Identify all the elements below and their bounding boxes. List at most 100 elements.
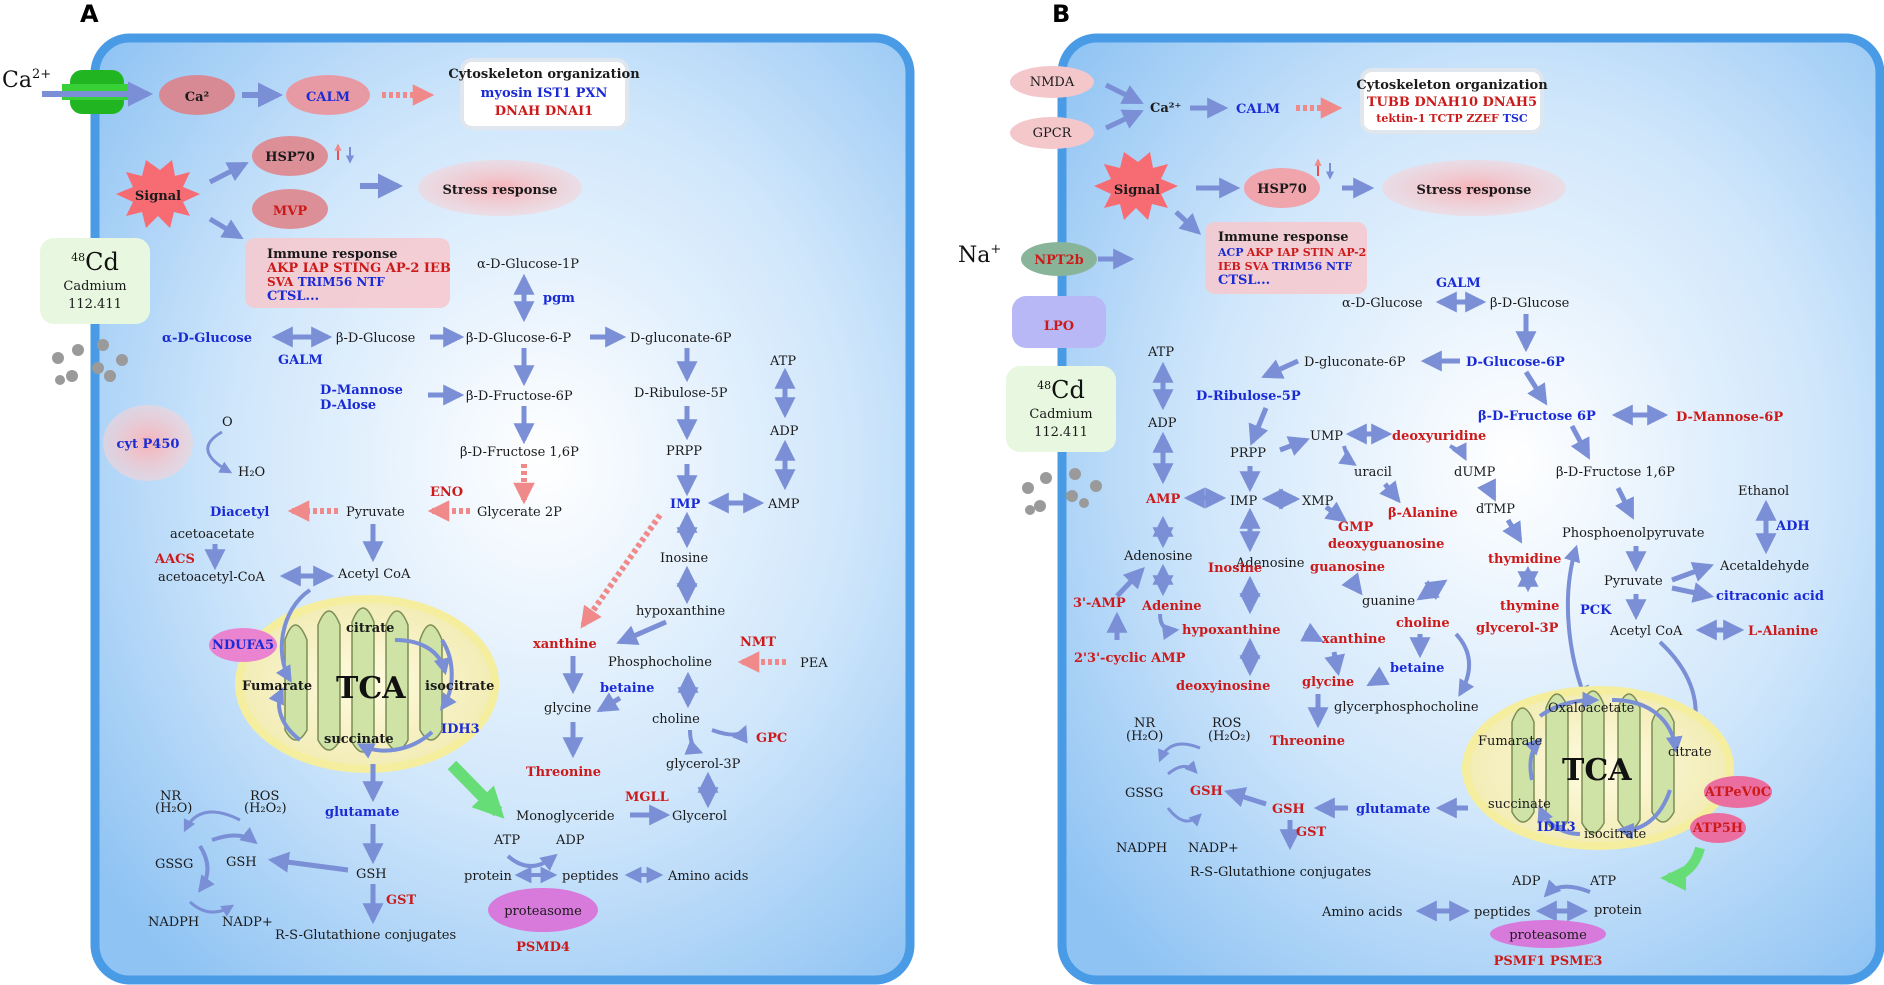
atp-bottom-a: ATP: [493, 833, 520, 848]
choline-a: choline: [652, 712, 700, 727]
atp5h-label: ATP5H: [1692, 821, 1743, 836]
peptides-a: peptides: [562, 869, 618, 884]
immune-title-b: Immune response: [1218, 230, 1349, 245]
glycerol-3p-a: glycerol-3P: [666, 757, 741, 772]
cadmium-tile-b: [1006, 366, 1116, 452]
cyto-genes-b3: TSC: [1503, 112, 1528, 125]
prpp-a: PRPP: [666, 444, 702, 459]
atpev0c-label: ATPeV0C: [1704, 785, 1771, 800]
a-d-glucose-b: α-D-Glucose: [1342, 296, 1423, 311]
calm-node: [286, 75, 370, 115]
pyruvate-b: Pyruvate: [1604, 574, 1663, 589]
nr-b: NR: [1134, 716, 1156, 731]
glycerol-3p-b: glycerol-3P: [1476, 621, 1559, 636]
acetoacetyl-coa: acetoacetyl-CoA: [158, 570, 265, 585]
acetyl-coa-a: Acetyl CoA: [337, 567, 411, 582]
panel-b: B NMDA GPCR Ca²⁺ CALM Cytoskeleton organ…: [958, 0, 1884, 985]
lpo-label: LPO: [1044, 319, 1074, 334]
na-ion-label: Na+: [958, 242, 1001, 268]
choline-b: choline: [1396, 616, 1450, 631]
pep-b: Phosphoenolpyruvate: [1562, 526, 1705, 541]
d-ribulose-5p-a: D-Ribulose-5P: [634, 386, 728, 401]
nmda-label: NMDA: [1030, 75, 1075, 90]
ca-ion-label: Ca2+: [2, 67, 51, 93]
svg-text:48Cd: 48Cd: [71, 248, 119, 276]
deoxyinosine-b: deoxyinosine: [1176, 679, 1270, 694]
signal-label-b: Signal: [1114, 183, 1160, 198]
acetoacetate: acetoacetate: [170, 527, 255, 542]
prpp-b: PRPP: [1230, 446, 1266, 461]
glutamate-a: glutamate: [325, 805, 399, 820]
cyto-genes-blue-a: myosin IST1 PXN: [481, 86, 608, 101]
cyto-genes-b2: tektin-1 TCTP ZZEF: [1376, 112, 1499, 125]
ros-b: ROS: [1212, 716, 1241, 731]
immune-genes-a4: CTSL...: [267, 289, 319, 304]
npt2b-label: NPT2b: [1034, 253, 1083, 268]
gsh-left-b: GSH: [1190, 784, 1223, 799]
nmt-label: NMT: [740, 635, 776, 650]
citrate-a: citrate: [346, 621, 394, 636]
isocitrate-a: isocitrate: [425, 679, 494, 694]
threonine-a: Threonine: [526, 765, 601, 780]
b-d-glucose-a: β-D-Glucose: [336, 331, 416, 346]
cd-name-a: Cadmium: [63, 279, 126, 294]
citrate-b: citrate: [1668, 745, 1712, 760]
d-gluconate-6p-b: D-gluconate-6P: [1304, 355, 1406, 370]
gssg-b: GSSG: [1125, 786, 1163, 801]
panel-b-label: B: [1052, 0, 1070, 28]
tca-label-b: TCA: [1562, 753, 1632, 788]
proteasome-label-b: proteasome: [1509, 928, 1587, 943]
rs-glutathione-a: R-S-Glutathione conjugates: [275, 928, 456, 943]
inosine-b: Inosine: [1208, 561, 1262, 576]
ndufa5-label: NDUFA5: [212, 638, 274, 653]
immune-genes-b4: TRIM56 NTF: [1272, 260, 1352, 273]
panel-a: A Ca2+ Ca² CALM Cytoskeleton organizatio…: [2, 0, 915, 985]
hypoxanthine-a: hypoxanthine: [636, 604, 725, 619]
adp-a: ADP: [769, 424, 799, 439]
atp-a: ATP: [769, 354, 796, 369]
immune-genes-b5: CTSL...: [1218, 273, 1270, 288]
nr-sub-b: (H₂O): [1126, 729, 1163, 744]
gmp-b: GMP: [1338, 520, 1373, 535]
calm-label-b: CALM: [1236, 102, 1280, 117]
cytoskeleton-box-b: [1360, 68, 1544, 134]
immune-genes-a1: AKP IAP STING AP-2 IEB: [266, 261, 451, 276]
acetyl-coa-b: Acetyl CoA: [1609, 624, 1683, 639]
gst-b: GST: [1296, 825, 1326, 840]
proteasome-a: [488, 888, 598, 932]
ump-b: UMP: [1310, 429, 1343, 444]
adenine-b: Adenine: [1141, 599, 1202, 614]
succinate-a: succinate: [324, 732, 394, 747]
adp-bottom-a: ADP: [555, 833, 585, 848]
immune-genes-b2: AKP IAP STIN AP-2: [1246, 246, 1367, 259]
cyto-genes-red-a: DNAH DNAI1: [495, 104, 593, 119]
tca-label-a: TCA: [336, 671, 406, 706]
imp-a: IMP: [670, 497, 700, 512]
glycine-a: glycine: [544, 701, 592, 716]
signal-starburst-a: [116, 160, 200, 228]
b-d-fructose-16p-b: β-D-Fructose 1,6P: [1556, 465, 1675, 480]
b-d-glucose-6p-a: β-D-Glucose-6-P: [466, 331, 571, 346]
deoxyuridine-b: deoxyuridine: [1392, 429, 1486, 444]
d-glucose-6p-b: D-Glucose-6P: [1466, 355, 1565, 370]
aacs-label: AACS: [154, 552, 195, 567]
a-d-glucose-a: α-D-Glucose: [162, 331, 252, 346]
b-alanine-b: β-Alanine: [1388, 506, 1458, 521]
immune-genes-a3: TRIM56 NTF: [298, 275, 386, 289]
ros-sub-b: (H₂O₂): [1208, 729, 1251, 744]
psmd4-label: PSMD4: [516, 940, 570, 955]
a-d-glucose-1p: α-D-Glucose-1P: [477, 257, 579, 272]
nr-a: NR: [160, 789, 182, 804]
acetaldehyde-b: Acetaldehyde: [1719, 559, 1810, 574]
protein-b: protein: [1594, 903, 1642, 918]
dtmp-b: dTMP: [1476, 502, 1515, 517]
nr-sub-a: (H₂O): [155, 801, 192, 816]
stress-response-node-a: [418, 160, 582, 216]
stress-label-a: Stress response: [443, 183, 558, 198]
amino-acids-b: Amino acids: [1321, 905, 1402, 920]
